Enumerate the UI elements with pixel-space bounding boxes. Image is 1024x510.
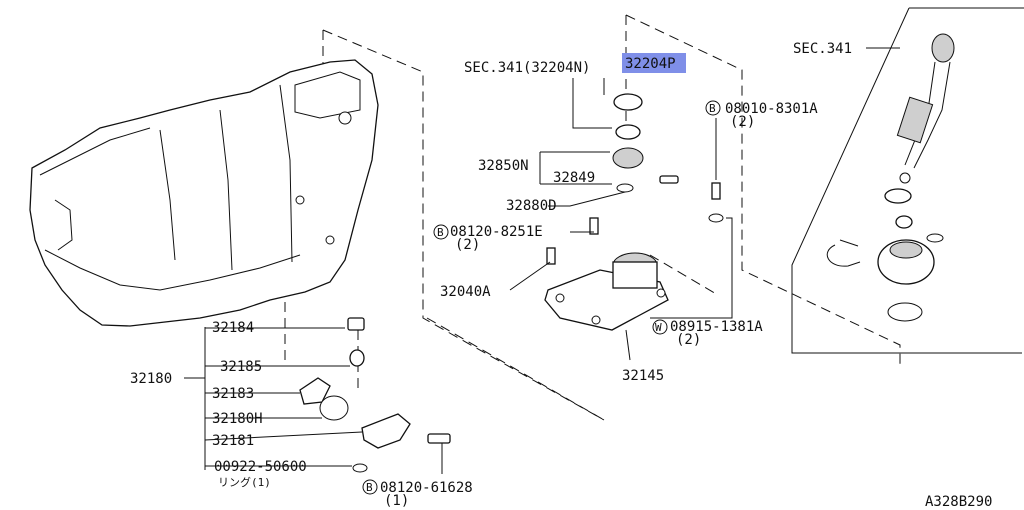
label-32181[interactable]: 32181: [212, 433, 254, 449]
label-sec341-32204n[interactable]: SEC.341(32204N): [464, 60, 590, 76]
label-32040a[interactable]: 32040A: [440, 284, 491, 300]
shift-lever-assembly: [791, 7, 1024, 354]
note-ring: リング(1): [218, 475, 271, 489]
label-32183[interactable]: 32183: [212, 386, 254, 402]
svg-text:B: B: [437, 226, 444, 239]
leader-lines: [184, 47, 900, 474]
label-08915-1381a[interactable]: 08915-1381A: [670, 319, 763, 335]
label-sec341[interactable]: SEC.341: [793, 41, 852, 57]
frame-link-2: [649, 254, 719, 296]
label-32850n[interactable]: 32850N: [478, 158, 529, 174]
label-08010-8301a[interactable]: 08010-8301A: [725, 101, 818, 117]
svg-text:W: W: [655, 321, 662, 334]
label-08120-8251e[interactable]: 08120-8251E: [450, 224, 543, 240]
label-32145[interactable]: 32145: [622, 368, 664, 384]
label-32185[interactable]: 32185: [220, 359, 262, 375]
b-marker-08120-8251e: B: [433, 224, 449, 240]
frame-bottom: [426, 317, 605, 421]
label-32184[interactable]: 32184: [212, 320, 254, 336]
b-marker-08010: B: [705, 100, 721, 116]
qty-08120-61628: (1): [384, 493, 409, 509]
label-32849[interactable]: 32849: [553, 170, 595, 186]
frame-left: [322, 29, 605, 421]
label-32180[interactable]: 32180: [130, 371, 172, 387]
label-32204p[interactable]: 32204P: [625, 56, 676, 72]
highlight-32204p[interactable]: [622, 53, 686, 73]
w-marker-08915: W: [652, 319, 668, 335]
label-32180h[interactable]: 32180H: [212, 411, 263, 427]
label-32880d[interactable]: 32880D: [506, 198, 557, 214]
frame-right: [625, 14, 901, 365]
svg-text:B: B: [366, 481, 373, 494]
label-08120-61628[interactable]: 08120-61628: [380, 480, 473, 496]
lower-parts: [299, 317, 451, 473]
label-00922-50600[interactable]: 00922-50600: [214, 459, 307, 475]
qty-08120-8251e: (2): [455, 237, 480, 253]
transmission-case: [29, 59, 379, 327]
svg-text:B: B: [709, 102, 716, 115]
shifter-housing-parts: [544, 93, 724, 331]
qty-08915-1381a: (2): [676, 332, 701, 348]
diagram-id: A328B290: [925, 494, 992, 510]
b-marker-08120-61628: B: [362, 479, 378, 495]
qty-08010-8301a: (2): [730, 114, 755, 130]
